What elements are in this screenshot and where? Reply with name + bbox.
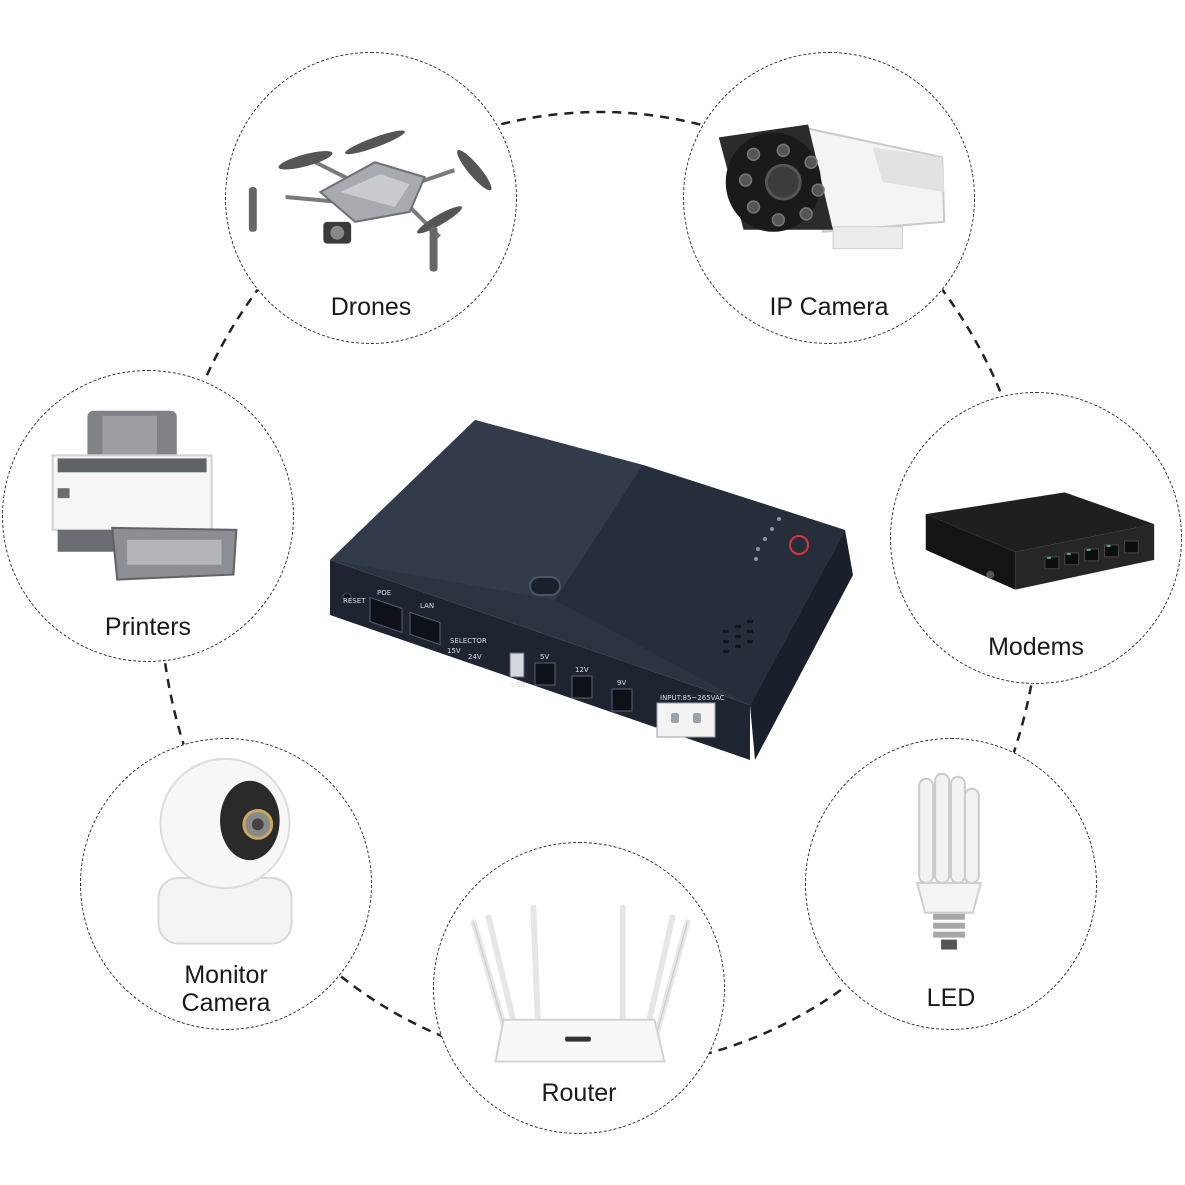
network-switch-icon — [925, 492, 1155, 590]
ups-dc-5v-label: 5V — [540, 653, 549, 661]
led-bulb-icon — [915, 772, 983, 950]
ups-usb-label: USB — [511, 681, 526, 689]
device-bubble-router: Router — [433, 842, 725, 1134]
device-bubble-monitor-camera: Monitor Camera — [80, 738, 372, 1030]
ups-selector-high-label: 24V — [468, 653, 482, 661]
ups-selector-label: SELECTOR — [450, 637, 487, 645]
device-bubble-ip-camera: IP Camera — [683, 52, 975, 344]
device-bubble-led: LED — [805, 738, 1097, 1030]
device-label-monitor-camera: Monitor Camera — [181, 961, 271, 1017]
device-label-ip-camera: IP Camera — [769, 293, 889, 321]
ups-poe-label: POE — [377, 589, 391, 597]
dome-camera-icon — [157, 757, 293, 945]
device-bubble-modems: Modems — [890, 392, 1182, 684]
device-label-printers: Printers — [104, 613, 192, 641]
device-label-router: Router — [541, 1079, 617, 1107]
ups-reset-label: RESET — [343, 597, 366, 605]
mini-ups-icon: RESET POE LAN SELECTOR 15V 24V USB 5V 12… — [330, 420, 853, 760]
ups-lan-label: LAN — [420, 602, 434, 610]
mini-ups-device: RESET POE LAN SELECTOR 15V 24V USB 5V 12… — [325, 415, 860, 770]
device-label-led: LED — [926, 984, 976, 1012]
drone-icon — [248, 130, 492, 272]
wifi-router-icon — [470, 904, 691, 1063]
ups-selector-low-label: 15V — [447, 647, 461, 655]
ups-dc-12v-label: 12V — [575, 666, 589, 674]
cctv-camera-icon — [718, 124, 946, 250]
device-label-drones: Drones — [330, 293, 412, 321]
ups-input-label: INPUT:85~265VAC — [660, 694, 725, 702]
device-label-modems: Modems — [988, 633, 1084, 661]
ups-dc-9v-label: 9V — [617, 679, 626, 687]
printer-icon — [51, 410, 238, 581]
device-bubble-drones: Drones — [225, 52, 517, 344]
device-bubble-printers: Printers — [2, 370, 294, 662]
